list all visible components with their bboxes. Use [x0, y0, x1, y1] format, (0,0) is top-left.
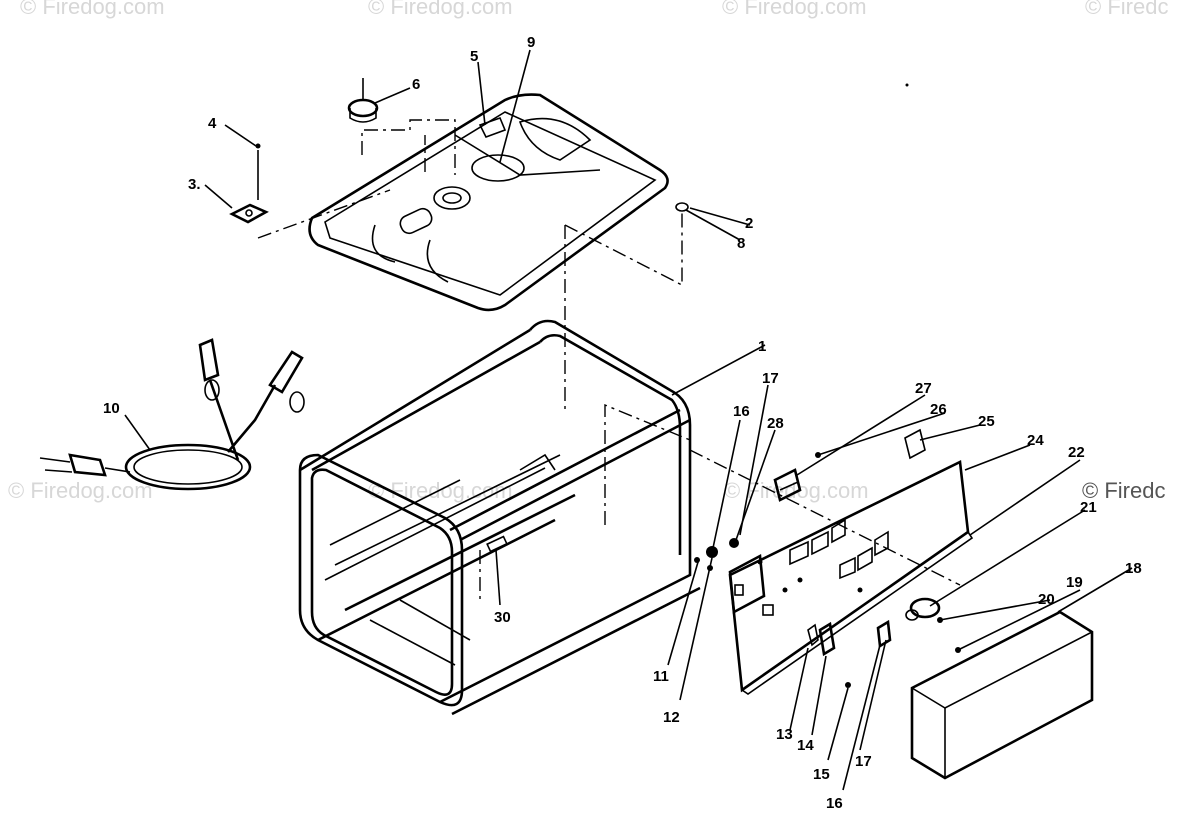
watermark: © Firedc	[1085, 0, 1169, 19]
fuel-gauge	[347, 78, 379, 123]
part-label-25: 25	[978, 413, 995, 430]
part-label-26: 26	[930, 401, 947, 418]
part-label-16-top: 16	[733, 403, 750, 420]
watermark: © Firedc	[1082, 478, 1166, 503]
part-label-5: 5	[470, 48, 478, 65]
part-label-19: 19	[1066, 574, 1083, 591]
part-label-9: 9	[527, 34, 535, 51]
watermark: © Firedog.com	[20, 0, 165, 19]
screw	[845, 682, 851, 688]
part-label-18: 18	[1125, 560, 1142, 577]
part-label-8: 8	[737, 235, 745, 252]
part-label-4: 4	[208, 115, 217, 132]
watermark: © Firedog.com	[722, 0, 867, 19]
part-label-2: 2	[745, 215, 753, 232]
part-label-13: 13	[776, 726, 793, 743]
terminal-lug	[876, 619, 892, 649]
screw	[694, 557, 700, 563]
nut	[706, 546, 718, 558]
part-label-12: 12	[663, 709, 680, 726]
part-label-17-bottom: 17	[855, 753, 872, 770]
part-label-20: 20	[1038, 591, 1055, 608]
part-label-14: 14	[797, 737, 814, 754]
battery-charging-cable	[39, 338, 305, 491]
part-label-3: 3.	[188, 176, 201, 193]
part-label-28: 28	[767, 415, 784, 432]
part-label-10: 10	[103, 400, 120, 417]
circuit-breaker	[773, 468, 802, 502]
part-label-27: 27	[915, 380, 932, 397]
watermark: © Firedog.com	[368, 0, 513, 19]
battery	[910, 610, 1094, 780]
speck	[905, 83, 909, 87]
terminal-lug	[818, 621, 836, 657]
fuel-tank	[308, 93, 669, 312]
part-label-22: 22	[1068, 444, 1085, 461]
part-label-30: 30	[494, 609, 511, 626]
tank-bracket	[229, 203, 269, 224]
part-label-21: 21	[1080, 499, 1097, 516]
part-label-24: 24	[1027, 432, 1044, 449]
watermark: © Firedog.com	[8, 478, 153, 503]
part-label-11: 11	[653, 668, 669, 685]
washer	[729, 538, 739, 548]
part-label-6: 6	[412, 76, 420, 93]
switch-plate	[728, 553, 766, 615]
part-label-16-bottom: 16	[826, 795, 843, 812]
tank-grommet	[675, 202, 689, 212]
part-label-15: 15	[813, 766, 830, 783]
part-label-1: 1	[758, 338, 766, 355]
control-panel	[728, 460, 974, 695]
tubular-frame	[298, 319, 961, 716]
idle-switch	[905, 597, 941, 621]
receptacle-plate	[904, 428, 926, 460]
screw	[255, 143, 261, 200]
part-label-17-top: 17	[762, 370, 779, 387]
